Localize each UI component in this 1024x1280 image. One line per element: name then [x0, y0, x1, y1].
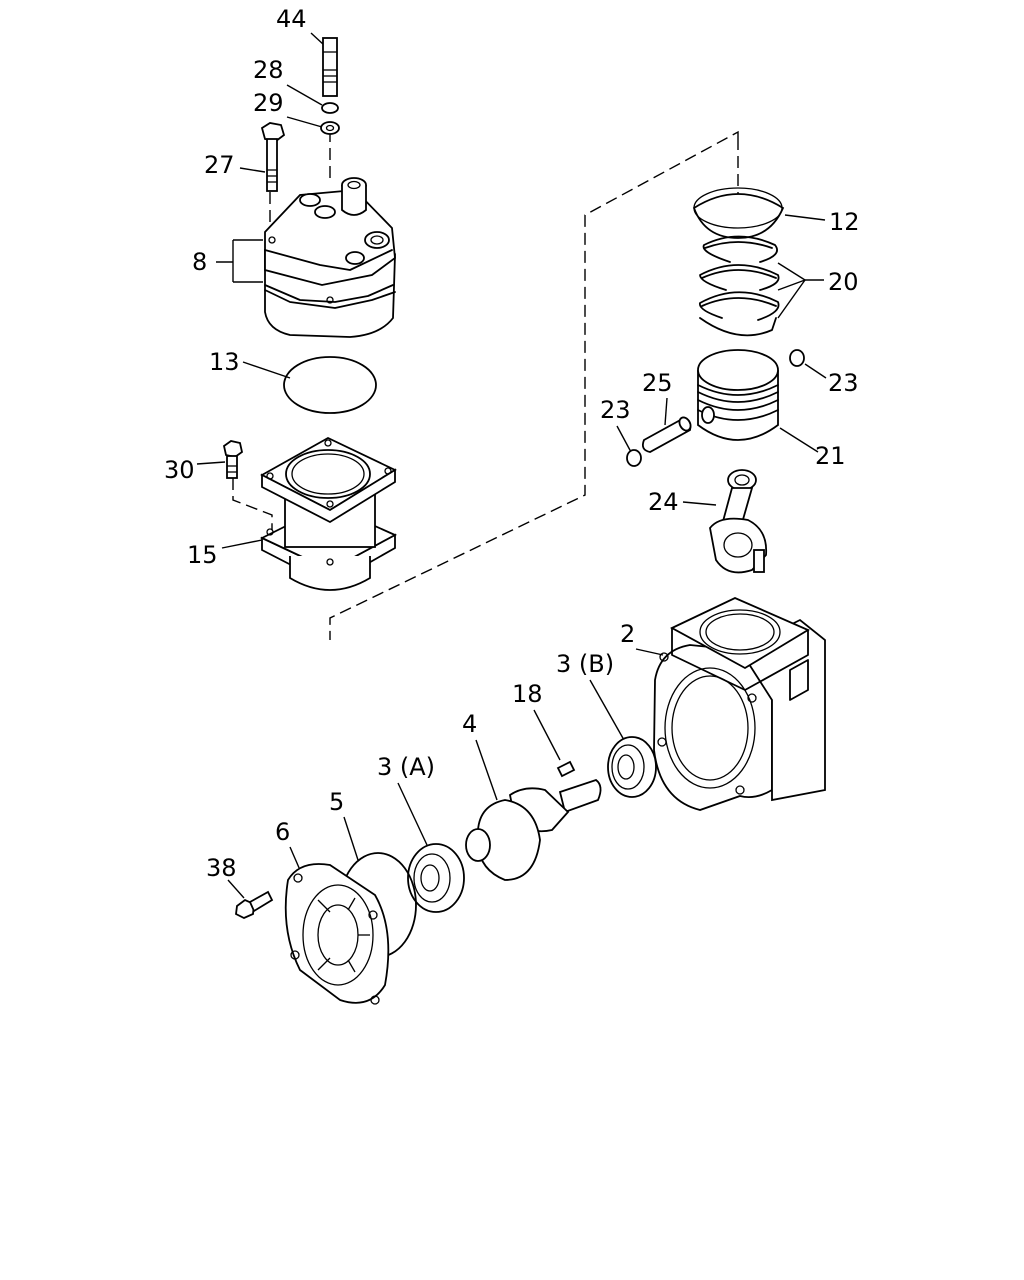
connecting-rod-24 [709, 469, 768, 574]
bearing-3b [607, 736, 657, 798]
label-27: 27 [204, 151, 235, 179]
cylinder-head-8 [264, 177, 396, 338]
label-25: 25 [642, 369, 673, 397]
bearing-3a [407, 843, 465, 913]
piston-pin-25 [641, 416, 692, 453]
crankshaft-4 [465, 778, 602, 881]
crankcase-2 [653, 597, 826, 811]
label-20: 20 [828, 268, 859, 296]
label-30: 30 [164, 456, 195, 484]
piston-21 [697, 349, 779, 441]
label-18: 18 [512, 680, 543, 708]
gasket-13 [283, 356, 377, 414]
label-28: 28 [253, 56, 284, 84]
label-38: 38 [206, 854, 237, 882]
label-5: 5 [329, 788, 344, 816]
bolt-38 [235, 890, 274, 919]
snap-ring-23-right [789, 349, 805, 367]
label-8: 8 [192, 248, 207, 276]
stud-bolt-44 [322, 37, 338, 97]
label-3b: 3 (B) [556, 650, 614, 678]
key-18 [556, 760, 576, 778]
label-15: 15 [187, 541, 218, 569]
label-21: 21 [815, 442, 846, 470]
washer-29 [320, 121, 340, 135]
label-2: 2 [620, 620, 635, 648]
bolt-30 [222, 440, 244, 479]
bearing-cover-6 [284, 863, 390, 1005]
label-4: 4 [462, 710, 477, 738]
bolt-27 [260, 122, 286, 192]
label-3a: 3 (A) [377, 753, 435, 781]
label-23-left: 23 [600, 396, 631, 424]
label-44: 44 [276, 5, 307, 33]
label-12: 12 [829, 208, 860, 236]
oil-ring-12 [692, 187, 785, 239]
leader-lines [196, 32, 827, 899]
spring-washer-28 [321, 102, 339, 114]
label-6: 6 [275, 818, 290, 846]
cylinder-15 [259, 436, 398, 591]
piston-rings-20 [699, 235, 780, 337]
label-29: 29 [253, 89, 284, 117]
label-24: 24 [648, 488, 679, 516]
label-13: 13 [209, 348, 240, 376]
label-23-right: 23 [828, 369, 859, 397]
snap-ring-23-left [626, 449, 642, 467]
